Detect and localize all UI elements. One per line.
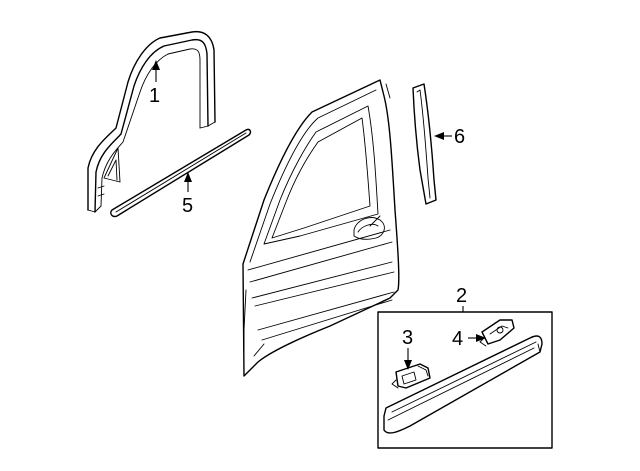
part-2-side-moulding: [383, 335, 543, 434]
callout-3[interactable]: 3: [402, 327, 413, 349]
callout-5[interactable]: 5: [182, 195, 193, 217]
part-5-belt-weatherstrip: [110, 128, 252, 218]
callout-6-leader: [434, 132, 452, 140]
callout-5-leader: [184, 172, 192, 192]
callout-2[interactable]: 2: [456, 285, 467, 307]
callout-1-leader: [152, 60, 160, 82]
inset-box: [377, 311, 553, 449]
part-6-pillar-trim: [412, 83, 437, 205]
part-4-bracket: [479, 319, 515, 347]
front-door-shell: [242, 79, 400, 377]
callout-3-leader: [404, 348, 412, 370]
part-3-clip: [391, 363, 431, 389]
callout-6[interactable]: 6: [454, 126, 465, 148]
callout-4[interactable]: 4: [452, 328, 463, 350]
callout-4-leader: [468, 334, 486, 342]
part-1-window-frame-seal: [87, 30, 216, 213]
callout-1[interactable]: 1: [149, 85, 160, 107]
